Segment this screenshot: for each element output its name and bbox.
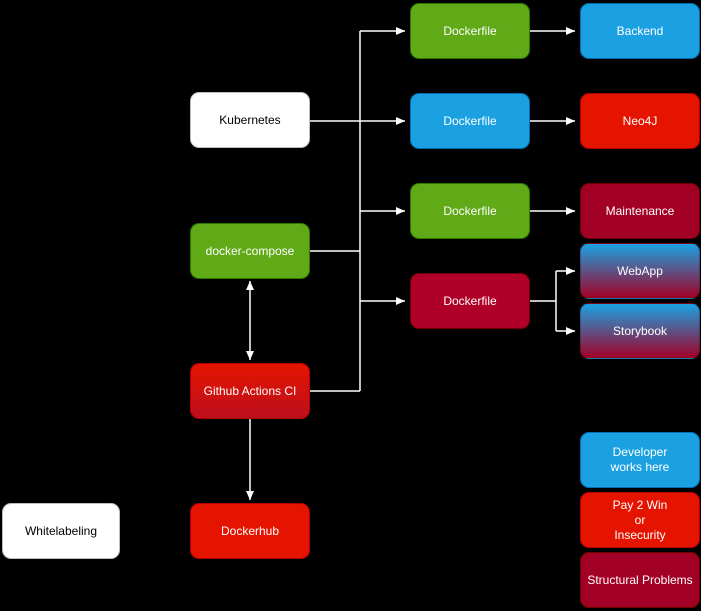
legend-structural-problems-label: Structural Problems bbox=[587, 572, 693, 587]
node-dockerfile-webapp-label: Dockerfile bbox=[443, 293, 497, 308]
node-dockerfile-maintenance[interactable]: Dockerfile bbox=[410, 183, 530, 239]
node-whitelabeling[interactable]: Whitelabeling bbox=[2, 503, 120, 559]
node-kubernetes-label: Kubernetes bbox=[219, 112, 281, 127]
node-backend[interactable]: Backend bbox=[580, 3, 700, 59]
node-neo4j[interactable]: Neo4J bbox=[580, 93, 700, 149]
node-docker-compose[interactable]: docker-compose bbox=[190, 223, 310, 279]
node-github-actions-ci[interactable]: Github Actions CI bbox=[190, 363, 310, 419]
node-webapp[interactable]: WebApp bbox=[580, 243, 700, 299]
node-dockerfile-backend-label: Dockerfile bbox=[443, 23, 497, 38]
node-dockerfile-neo4j[interactable]: Dockerfile bbox=[410, 93, 530, 149]
node-dockerfile-neo4j-label: Dockerfile bbox=[443, 113, 497, 128]
node-whitelabeling-label: Whitelabeling bbox=[24, 523, 98, 538]
legend-developer-works-here[interactable]: Developer works here bbox=[580, 432, 700, 488]
node-maintenance[interactable]: Maintenance bbox=[580, 183, 700, 239]
node-maintenance-label: Maintenance bbox=[605, 203, 675, 218]
node-kubernetes[interactable]: Kubernetes bbox=[190, 92, 310, 148]
node-dockerfile-maintenance-label: Dockerfile bbox=[443, 203, 497, 218]
node-storybook[interactable]: Storybook bbox=[580, 303, 700, 359]
node-docker-compose-label: docker-compose bbox=[205, 243, 295, 258]
node-dockerfile-webapp[interactable]: Dockerfile bbox=[410, 273, 530, 329]
node-dockerhub[interactable]: Dockerhub bbox=[190, 503, 310, 559]
node-webapp-label: WebApp bbox=[617, 263, 663, 278]
legend-pay-2-win-or-insecurity[interactable]: Pay 2 Win or Insecurity bbox=[580, 492, 700, 548]
node-neo4j-label: Neo4J bbox=[622, 113, 658, 128]
legend-developer-works-here-label: Developer works here bbox=[610, 445, 670, 474]
legend-pay-2-win-or-insecurity-label: Pay 2 Win or Insecurity bbox=[612, 497, 668, 542]
node-github-actions-ci-label: Github Actions CI bbox=[203, 383, 297, 398]
node-dockerfile-backend[interactable]: Dockerfile bbox=[410, 3, 530, 59]
node-dockerhub-label: Dockerhub bbox=[220, 523, 280, 538]
node-backend-label: Backend bbox=[616, 23, 664, 38]
node-storybook-label: Storybook bbox=[612, 323, 668, 338]
legend-structural-problems[interactable]: Structural Problems bbox=[580, 552, 700, 608]
